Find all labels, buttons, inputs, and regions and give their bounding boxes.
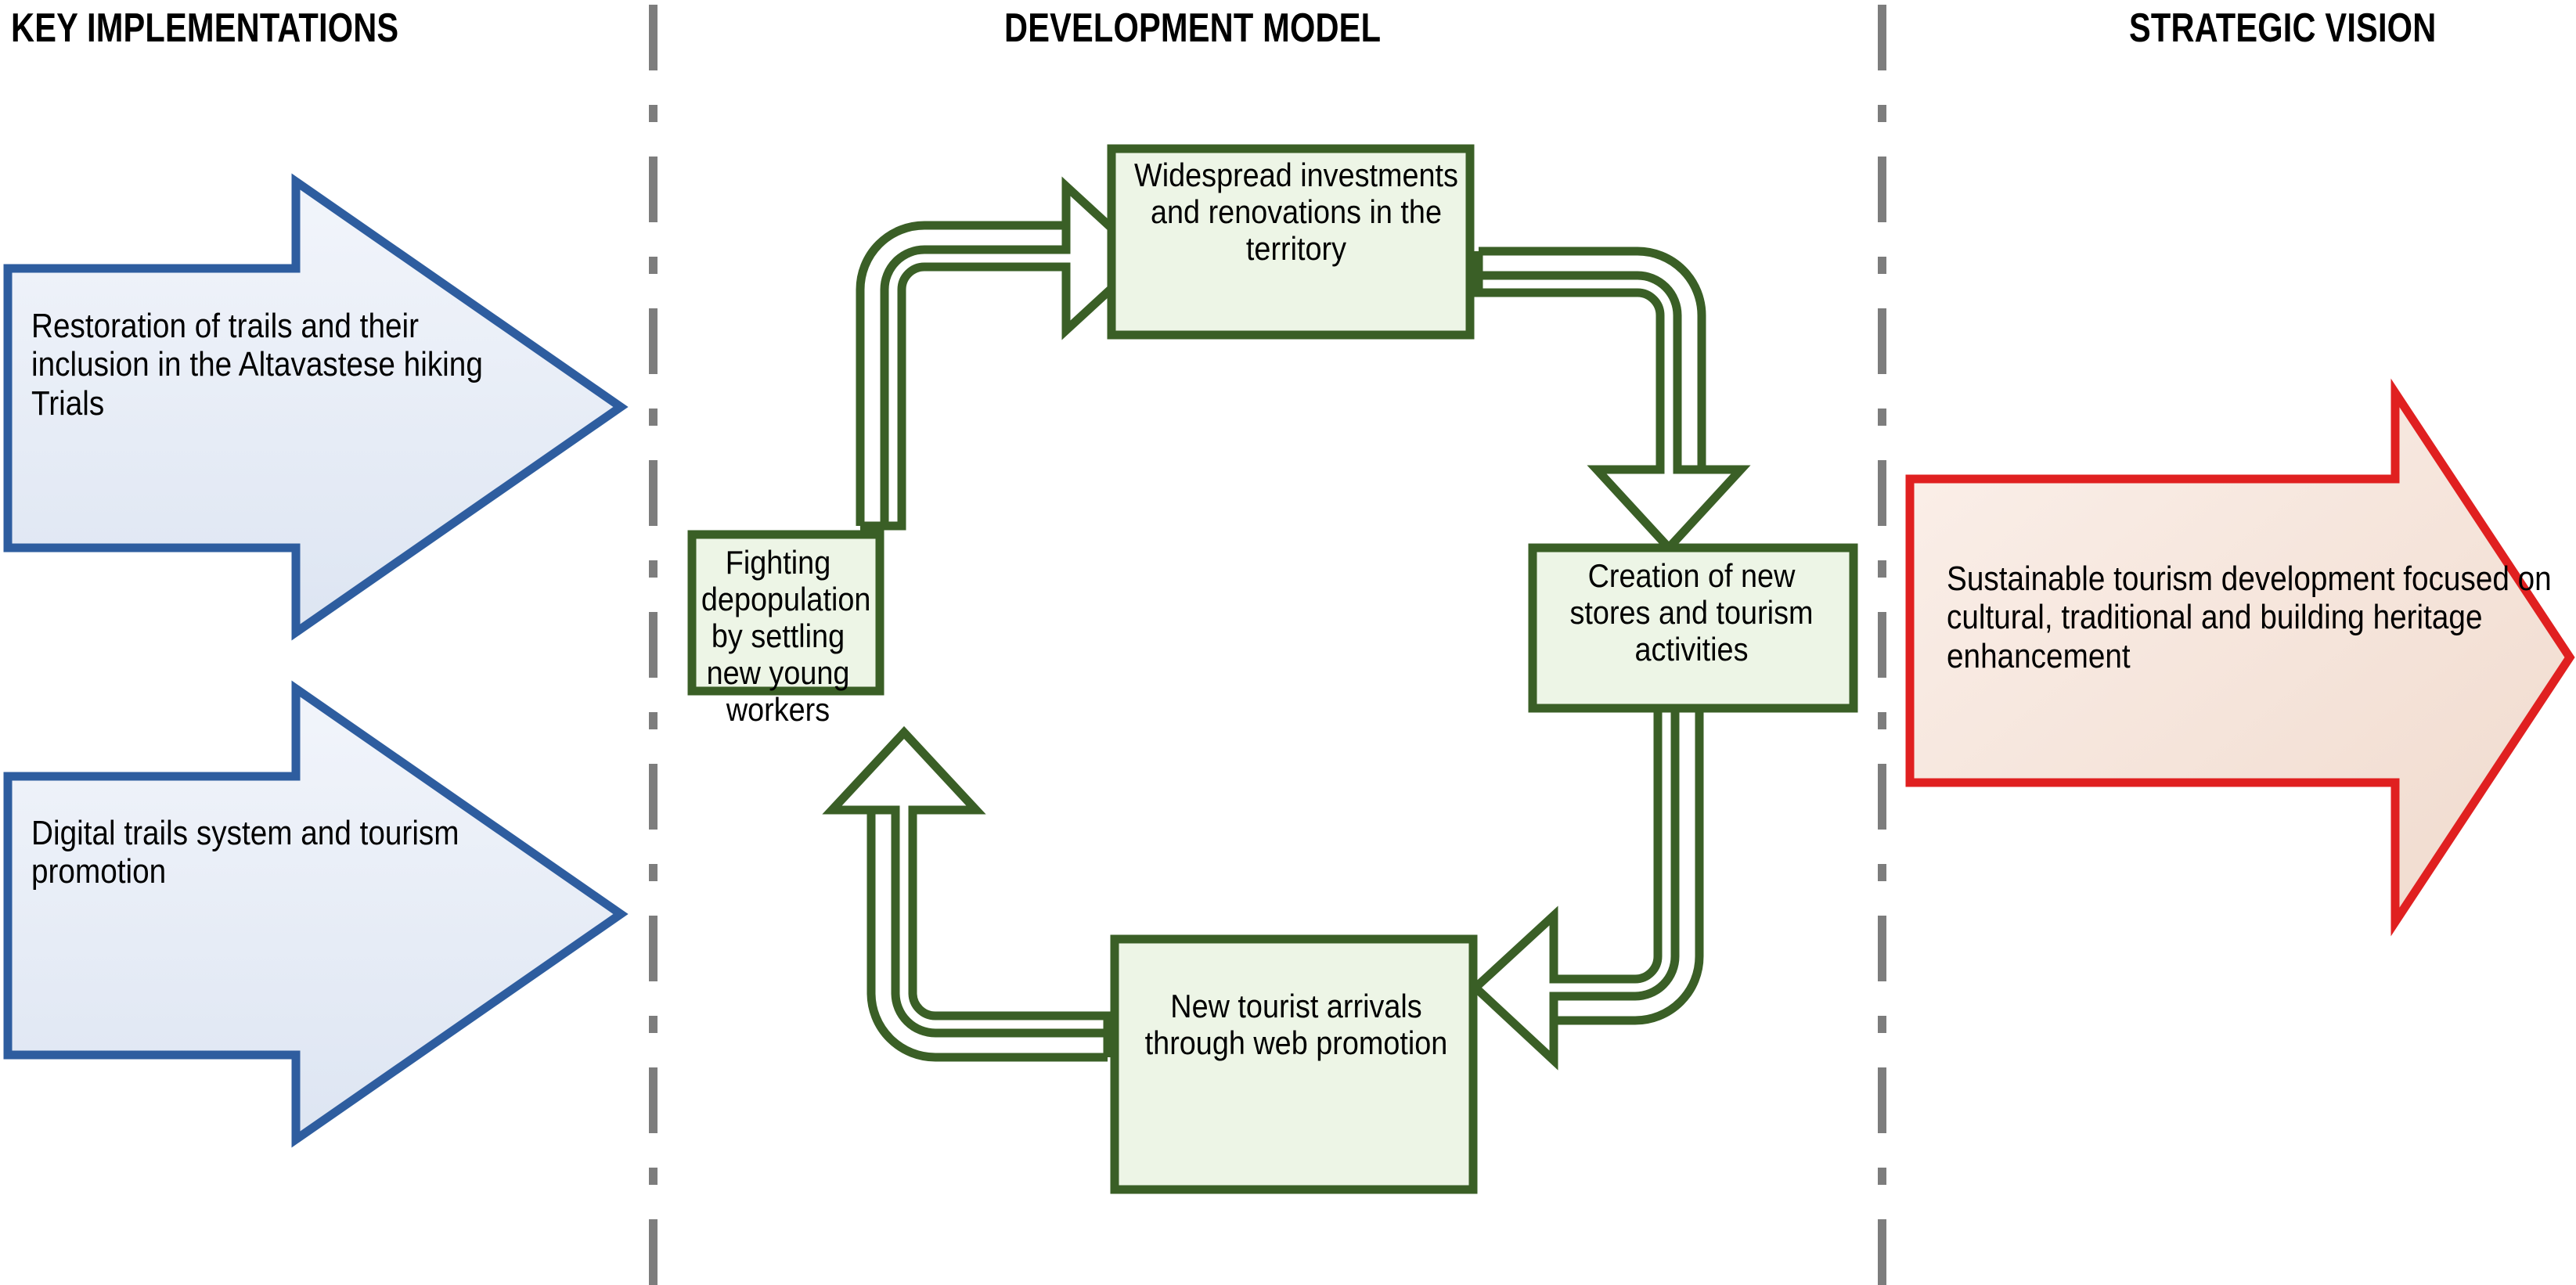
column-header-strategic-vision: STRATEGIC VISION (2129, 5, 2437, 51)
blue-arrow-label-digital-trails: Digital trails system and tourism promot… (31, 814, 459, 891)
blue-arrow-restoration-trails (3, 173, 629, 641)
cycle-node-label-creation-new-stores: Creation of new stores and tourism activ… (1569, 557, 1814, 668)
cycle-node-label-new-tourist-arrivals: New tourist arrivals through web promoti… (1144, 988, 1448, 1062)
cycle-node-box-right (1528, 543, 1858, 713)
cycle-node-box-bottom (1110, 934, 1478, 1194)
cycle-node-box-top (1107, 144, 1475, 340)
red-arrow-sustainable-tourism (1905, 378, 2575, 937)
cycle-node-box-left (687, 530, 884, 696)
cycle-arrow-bottom-to-left (822, 725, 1112, 1062)
blue-arrow-digital-trails (3, 680, 629, 1148)
cycle-node-label-widespread-investments: Widespread investments and renovations i… (1134, 157, 1458, 268)
cycle-node-label-fighting-depopulation: Fighting depopulation by settling new yo… (701, 544, 871, 729)
divider-left (649, 0, 658, 1285)
shape-layer (3, 144, 2575, 1194)
blue-arrow-label-restoration-trails: Restoration of trails and their inclusio… (31, 307, 483, 423)
column-header-key-implementations: KEY IMPLEMENTATIONS (11, 5, 399, 51)
cycle-arrow-top-to-right (1474, 247, 1751, 555)
cycle-arrow-left-to-top (856, 176, 1151, 531)
cycle-arrow-right-to-bottom (1468, 704, 1704, 1071)
column-header-development-model: DEVELOPMENT MODEL (1004, 5, 1382, 51)
diagram-canvas: KEY IMPLEMENTATIONS DEVELOPMENT MODEL ST… (3, 0, 2575, 1285)
red-arrow-label-sustainable-tourism: Sustainable tourism development focused … (1947, 560, 2552, 675)
